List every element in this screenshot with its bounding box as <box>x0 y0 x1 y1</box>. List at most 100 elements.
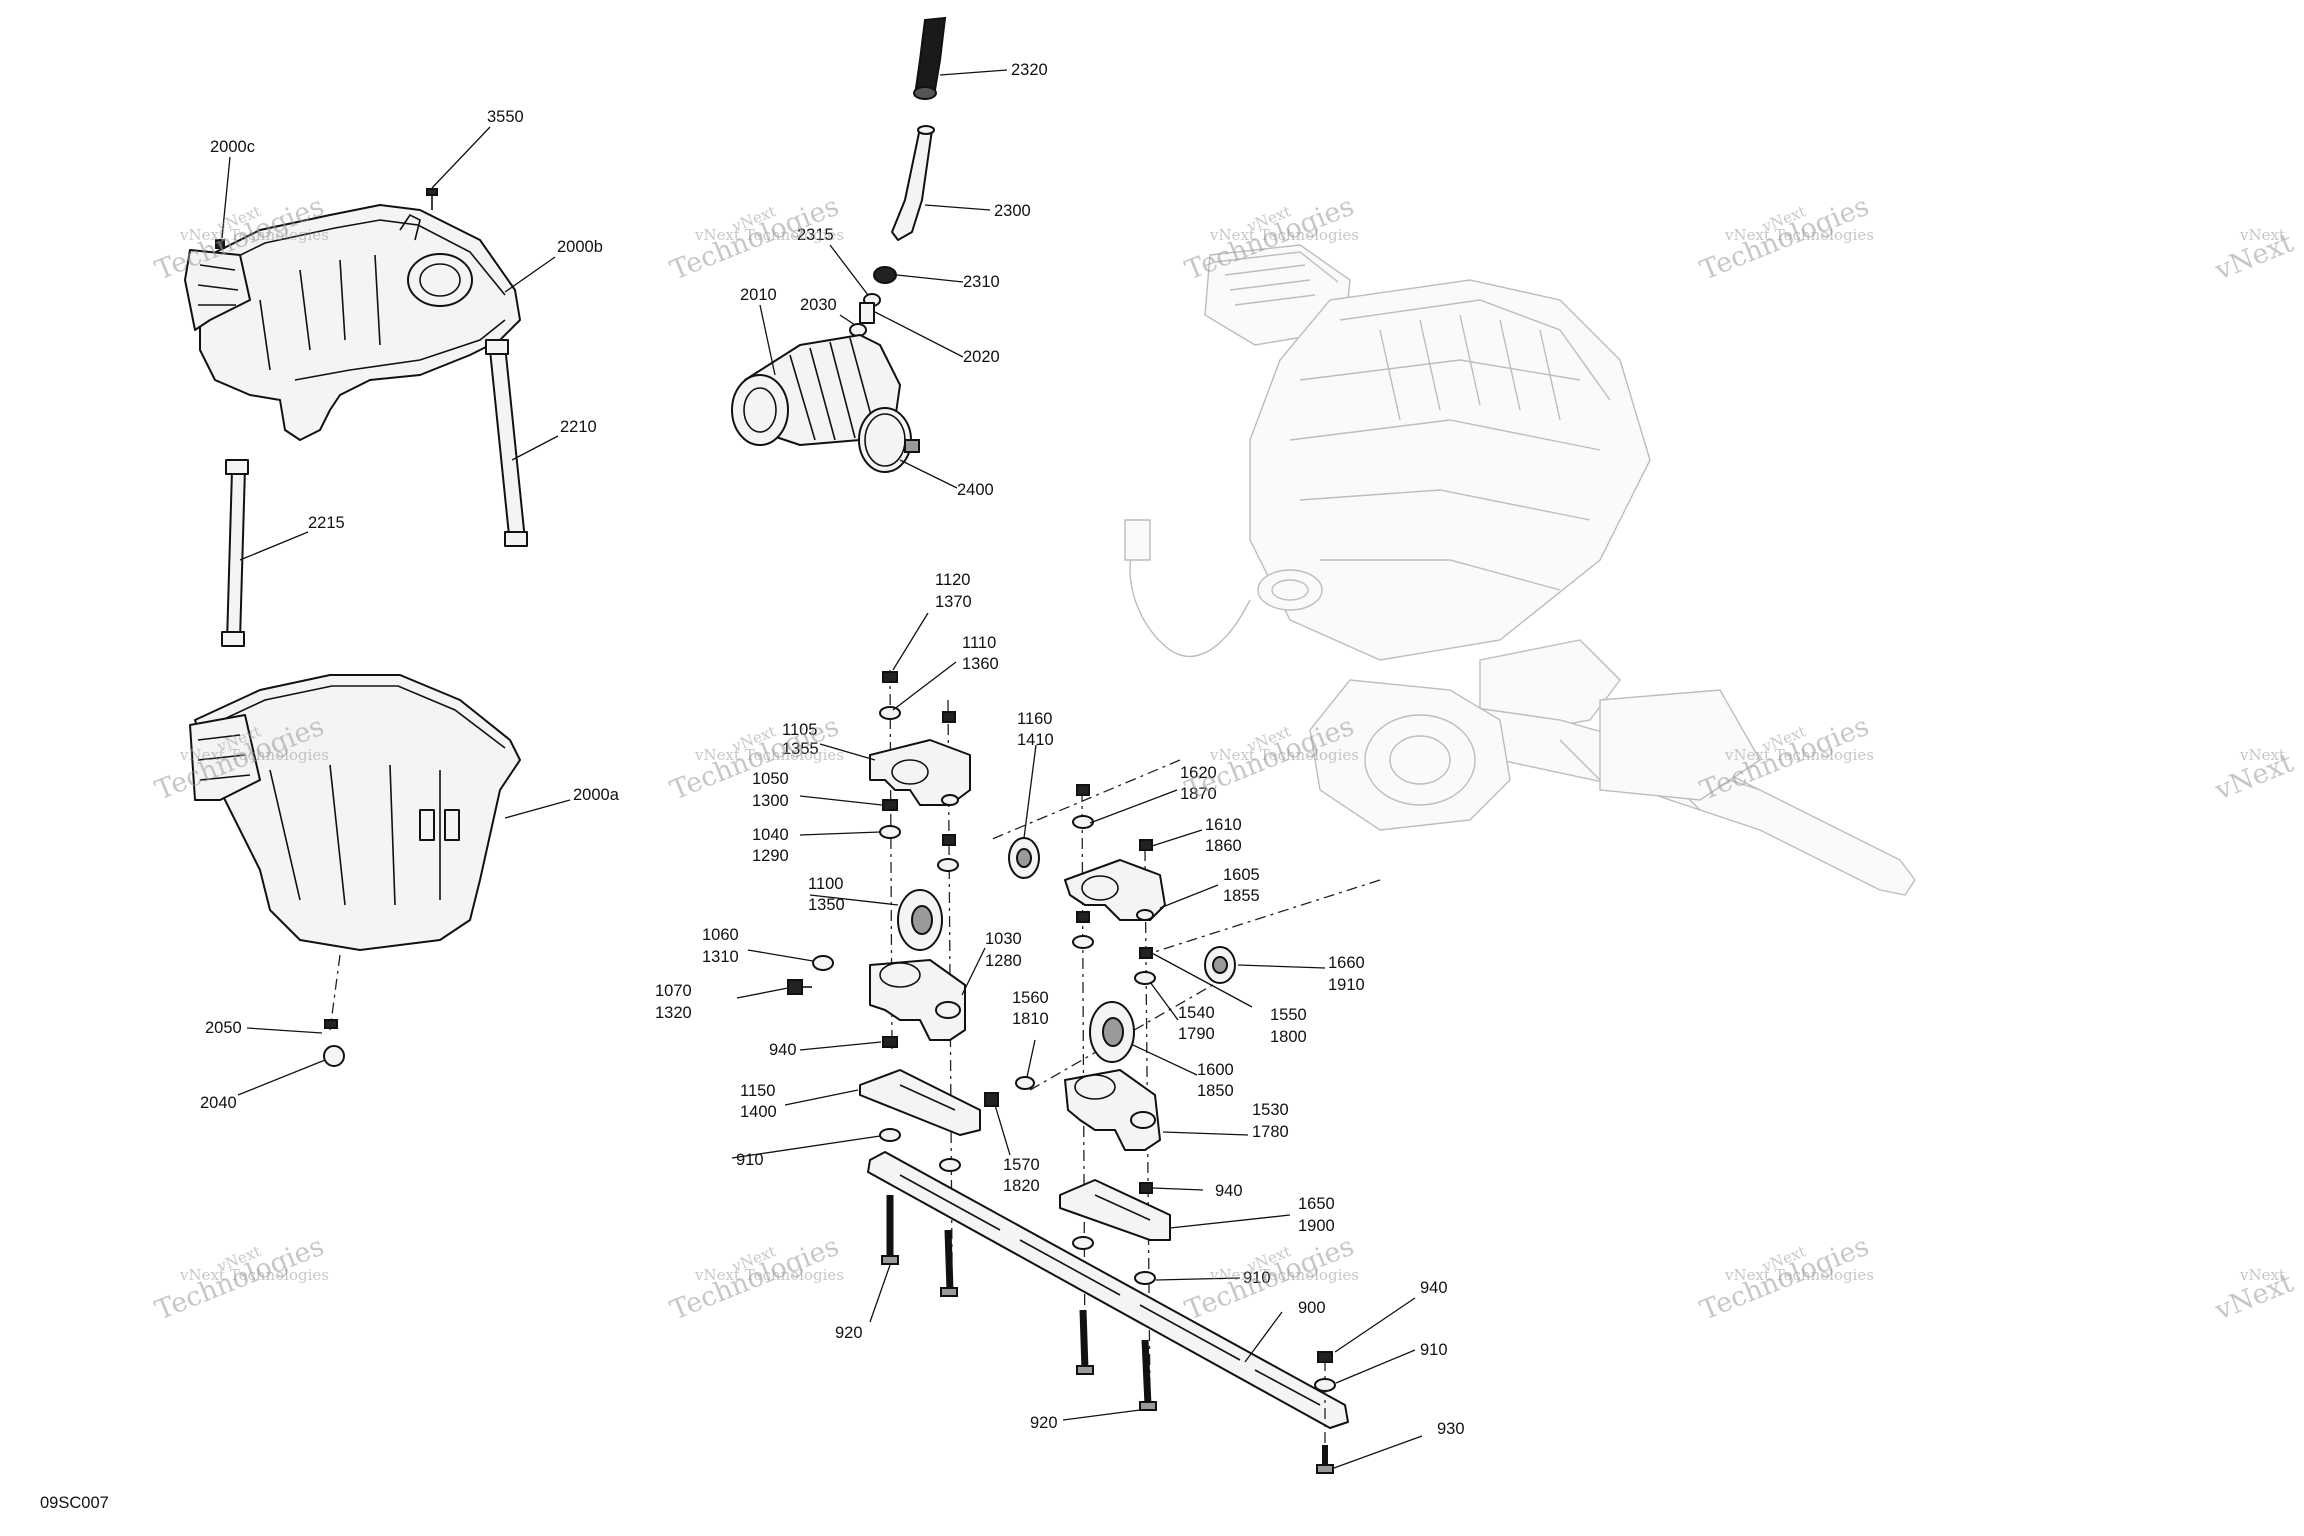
nut-940-bar <box>1317 1351 1333 1363</box>
washer-910-col1 <box>879 1128 901 1142</box>
bolt-930 <box>1316 1445 1334 1474</box>
watermark-text: vNext Technologies <box>1724 226 1874 244</box>
callout-2050: 2050 <box>205 1019 242 1037</box>
callout-1810: 1810 <box>1012 1010 1049 1028</box>
washer-1060 <box>812 955 834 971</box>
strap-2215 <box>221 459 249 647</box>
bolt-1070 <box>787 979 812 995</box>
watermark-text: vNext <box>2239 226 2285 244</box>
watermark-text: vNext <box>2239 1266 2285 1284</box>
bolt-1570 <box>984 1092 999 1107</box>
callout-1560: 1560 <box>1012 989 1049 1007</box>
screw-3550 <box>426 188 438 210</box>
engine-reference-illustration <box>1124 244 1916 896</box>
fitting-2020 <box>859 302 875 324</box>
washer-1040 <box>879 825 901 839</box>
watermark-text: vNext Technologies <box>1724 746 1874 764</box>
watermark-text: vNext Technologies <box>179 1266 329 1284</box>
bolt-920-d <box>1139 1339 1157 1411</box>
callout-2000b: 2000b <box>557 238 603 256</box>
callout-1780: 1780 <box>1252 1123 1289 1141</box>
callout-1610: 1610 <box>1205 816 1242 834</box>
watermark-text: vNext Technologies <box>1724 1266 1874 1284</box>
callout-labels: 3550 2000c 2000b 2210 2215 2000a 2050 20… <box>200 61 1465 1438</box>
washer-1560 <box>1015 1076 1035 1090</box>
fitting-2000c <box>215 239 225 249</box>
clamp-2400 <box>858 407 920 473</box>
watermark-text: vNext Technologies <box>694 226 844 244</box>
watermark-text: vNext Technologies <box>1209 746 1359 764</box>
callout-1280: 1280 <box>985 952 1022 970</box>
nut-1120 <box>882 671 898 683</box>
drain-valve-2050 <box>324 1019 338 1029</box>
callout-920-b: 920 <box>1030 1414 1058 1432</box>
callout-940-a: 940 <box>769 1041 797 1059</box>
callout-1310: 1310 <box>702 948 739 966</box>
nut-940-col1 <box>882 1036 898 1048</box>
callout-1540: 1540 <box>1178 1004 1215 1022</box>
callout-2000a: 2000a <box>573 786 620 804</box>
intake-duct-2010 <box>731 334 901 446</box>
watermark-text: vNext Technologies <box>694 1266 844 1284</box>
washer-col2b <box>939 1158 961 1172</box>
callout-1600: 1600 <box>1197 1061 1234 1079</box>
callout-1650: 1650 <box>1298 1195 1335 1213</box>
clamp-2310 <box>873 266 897 284</box>
nut-1550 <box>1139 947 1153 959</box>
callout-910-b: 910 <box>1243 1269 1271 1287</box>
callout-1290: 1290 <box>752 847 789 865</box>
washer-col3a <box>1072 935 1094 949</box>
callout-1040: 1040 <box>752 826 789 844</box>
mount-cap-1105 <box>869 739 971 806</box>
callout-1100: 1100 <box>808 875 843 893</box>
callout-1360: 1360 <box>962 655 999 673</box>
callout-1660: 1660 <box>1328 954 1365 972</box>
washer-col2a <box>937 858 959 872</box>
nut-940 <box>942 711 956 723</box>
callout-1790: 1790 <box>1178 1025 1215 1043</box>
callout-1530: 1530 <box>1252 1101 1289 1119</box>
callout-1120: 1120 <box>935 571 970 589</box>
support-bar-900 <box>867 1151 1349 1429</box>
callout-1110: 1110 <box>962 634 996 652</box>
callout-2030: 2030 <box>800 296 837 314</box>
plate-1650 <box>1059 1179 1171 1241</box>
watermark-text: vNext Technologies <box>179 226 329 244</box>
callout-1030: 1030 <box>985 930 1022 948</box>
callout-3550: 3550 <box>487 108 524 126</box>
watermark-text: vNext Technologies <box>1209 226 1359 244</box>
callout-2310: 2310 <box>963 273 1000 291</box>
bushing-1160 <box>1008 837 1040 879</box>
airbox-cover-2000b <box>184 204 521 441</box>
nut-1620 <box>1076 784 1090 796</box>
strap-2210 <box>485 339 528 547</box>
callout-1355: 1355 <box>782 740 819 758</box>
washer-1110 <box>879 706 901 720</box>
callout-2320: 2320 <box>1011 61 1048 79</box>
callout-940-c: 940 <box>1420 1279 1448 1297</box>
callout-1860: 1860 <box>1205 837 1242 855</box>
callout-2000c: 2000c <box>210 138 255 156</box>
callout-1900: 1900 <box>1298 1217 1335 1235</box>
mount-base-1030 <box>869 959 966 1041</box>
callout-2215: 2215 <box>308 514 345 532</box>
callout-1160: 1160 <box>1017 710 1052 728</box>
nut-col2a <box>942 834 956 846</box>
hose-2320 <box>913 16 947 100</box>
nut-1050 <box>882 799 898 811</box>
callout-1350: 1350 <box>808 896 845 914</box>
washer-col3b <box>1072 1236 1094 1250</box>
callout-1300: 1300 <box>752 792 789 810</box>
callout-920-a: 920 <box>835 1324 863 1342</box>
callout-1105: 1105 <box>782 721 817 739</box>
callout-1070: 1070 <box>655 982 692 1000</box>
callout-1150: 1150 <box>740 1082 775 1100</box>
pipe-2300 <box>891 125 935 241</box>
nut-940-col2 <box>1139 1182 1153 1194</box>
callout-2210: 2210 <box>560 418 597 436</box>
nut-col3a <box>1076 911 1090 923</box>
washer-910-bar <box>1314 1378 1336 1392</box>
callout-2315: 2315 <box>797 226 834 244</box>
callout-940-b: 940 <box>1215 1182 1243 1200</box>
